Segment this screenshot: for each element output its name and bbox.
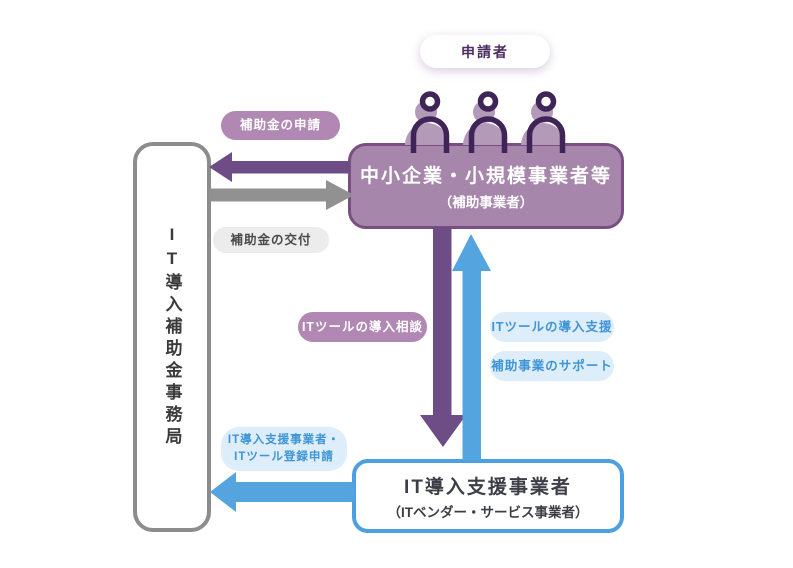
application-flow-badge: 補助金の申請 — [221, 111, 340, 140]
registration-flow-line1: IT導入支援事業者・ — [227, 433, 341, 446]
registration-flow-line2: ITツール登録申請 — [234, 451, 334, 463]
tool-support-flow-badge: ITツールの導入支援 — [490, 312, 614, 342]
project-support-flow-badge: 補助事業のサポート — [490, 351, 614, 381]
sme-box: 中小企業・小規模事業者等 （補助事業者） — [348, 143, 624, 229]
grant-arrow-right-icon — [209, 180, 354, 210]
person-icon — [463, 91, 508, 153]
vendor-title: IT導入支援事業者 — [404, 476, 572, 498]
vendor-box: IT導入支援事業者 （ITベンダー・サービス事業者） — [352, 459, 624, 533]
registration-flow-badge: IT導入支援事業者・ ITツール登録申請 — [221, 427, 347, 471]
person-icon — [405, 91, 450, 153]
person-icon — [521, 91, 566, 153]
secretariat-label: IT導入補助金事務局 — [162, 225, 182, 449]
sme-subtitle: （補助事業者） — [438, 195, 534, 210]
applicant-badge: 申請者 — [420, 35, 550, 68]
sme-title: 中小企業・小規模事業者等 — [359, 166, 612, 187]
consultation-flow-badge: ITツールの導入相談 — [298, 312, 427, 342]
vendor-subtitle: （ITベンダー・サービス事業者） — [387, 504, 589, 520]
registration-arrow-left-icon — [210, 472, 354, 512]
support-arrow-up-icon — [452, 234, 491, 460]
people-group-icon — [405, 91, 566, 153]
grant-flow-badge: 補助金の交付 — [213, 227, 329, 253]
secretariat-box: IT導入補助金事務局 — [133, 142, 211, 532]
application-arrow-left-icon — [209, 152, 350, 182]
consultation-arrow-down-icon — [420, 227, 466, 447]
